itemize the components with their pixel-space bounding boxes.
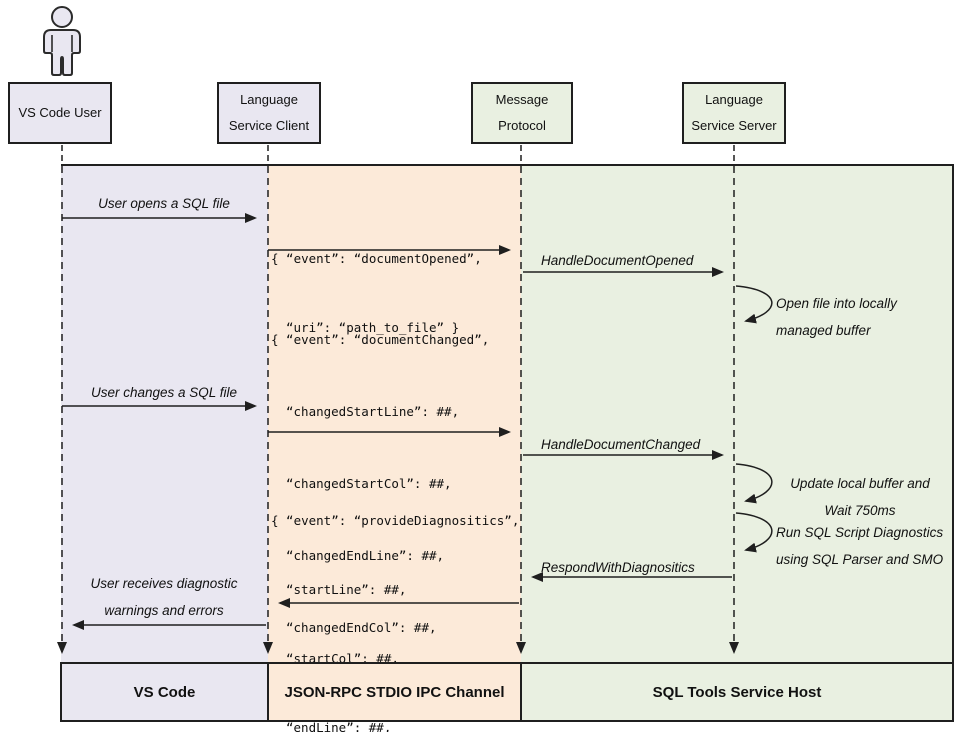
note-update-buffer-line1: Update local buffer and <box>790 476 930 491</box>
payload-line: “changedStartCol”: ##, <box>286 476 452 491</box>
note-run-diagnostics-line2: using SQL Parser and SMO <box>776 552 944 567</box>
label-user-receives: User receives diagnostic warnings and er… <box>62 570 266 624</box>
payload-line: “changedStartLine”: ##, <box>286 404 460 419</box>
payload-line: “changedEndCol”: ##, <box>286 620 437 635</box>
participant-label-line1: Language <box>240 92 298 107</box>
participant-language-service-client: Language Service Client <box>217 82 321 144</box>
participant-label-line2: Service Client <box>228 118 310 133</box>
payload-line: { “event”: “documentChanged”, <box>271 332 490 347</box>
participant-language-service-server: Language Service Server <box>682 82 786 144</box>
participant-label-line2: Service Server <box>691 118 777 133</box>
note-update-buffer-line2: Wait 750ms <box>824 503 896 518</box>
payload-line: “changedEndLine”: ##, <box>286 548 445 563</box>
note-run-diagnostics-line1: Run SQL Script Diagnostics <box>776 525 944 540</box>
lane-label: JSON-RPC STDIO IPC Channel <box>284 683 505 701</box>
payload-line: { “event”: “provideDiagnositics”, <box>271 513 520 528</box>
participant-label-line1: Language <box>705 92 763 107</box>
payload-line: “uri”: “path_to_file” } <box>286 320 460 335</box>
lane-ipc-channel: JSON-RPC STDIO IPC Channel <box>267 662 522 722</box>
note-run-diagnostics: Run SQL Script Diagnostics using SQL Par… <box>776 519 943 573</box>
lane-service-host: SQL Tools Service Host <box>520 662 954 722</box>
label-user-changes: User changes a SQL file <box>90 385 238 400</box>
lane-vscode: VS Code <box>60 662 269 722</box>
lane-label: VS Code <box>133 683 196 701</box>
participant-vscode-user: VS Code User <box>8 82 112 144</box>
payload-line: “endLine”: ##, <box>286 720 392 732</box>
payload-line: “startLine”: ##, <box>286 582 407 597</box>
label-handle-document-changed: HandleDocumentChanged <box>541 437 701 452</box>
band-vscode <box>61 166 268 722</box>
lane-label: SQL Tools Service Host <box>652 683 822 701</box>
payload-document-opened: { “event”: “documentOpened”, “uri”: “pat… <box>271 201 482 385</box>
label-respond-with-diagnostics: RespondWithDiagnositics <box>541 560 695 575</box>
band-service-host <box>521 166 954 722</box>
band-ipc-channel <box>268 166 521 722</box>
label-user-receives-line1: User receives diagnostic <box>90 576 238 591</box>
note-update-buffer: Update local buffer and Wait 750ms <box>762 470 958 524</box>
participant-message-protocol: Message Protocol <box>471 82 573 144</box>
participant-label: VS Code User <box>18 105 102 120</box>
region-border-right <box>952 164 954 722</box>
region-border-top <box>61 164 954 166</box>
label-handle-document-opened: HandleDocumentOpened <box>541 253 694 268</box>
note-open-file-line2: managed buffer <box>776 323 871 338</box>
user-actor-icon <box>43 6 81 76</box>
participant-label-line1: Message <box>495 92 549 107</box>
participant-label-line2: Protocol <box>498 118 546 133</box>
payload-line: { “event”: “documentOpened”, <box>271 251 482 266</box>
note-open-file: Open file into locally managed buffer <box>776 290 897 344</box>
note-open-file-line1: Open file into locally <box>776 296 897 311</box>
label-user-receives-line2: warnings and errors <box>104 603 224 618</box>
label-user-opens: User opens a SQL file <box>98 196 230 211</box>
